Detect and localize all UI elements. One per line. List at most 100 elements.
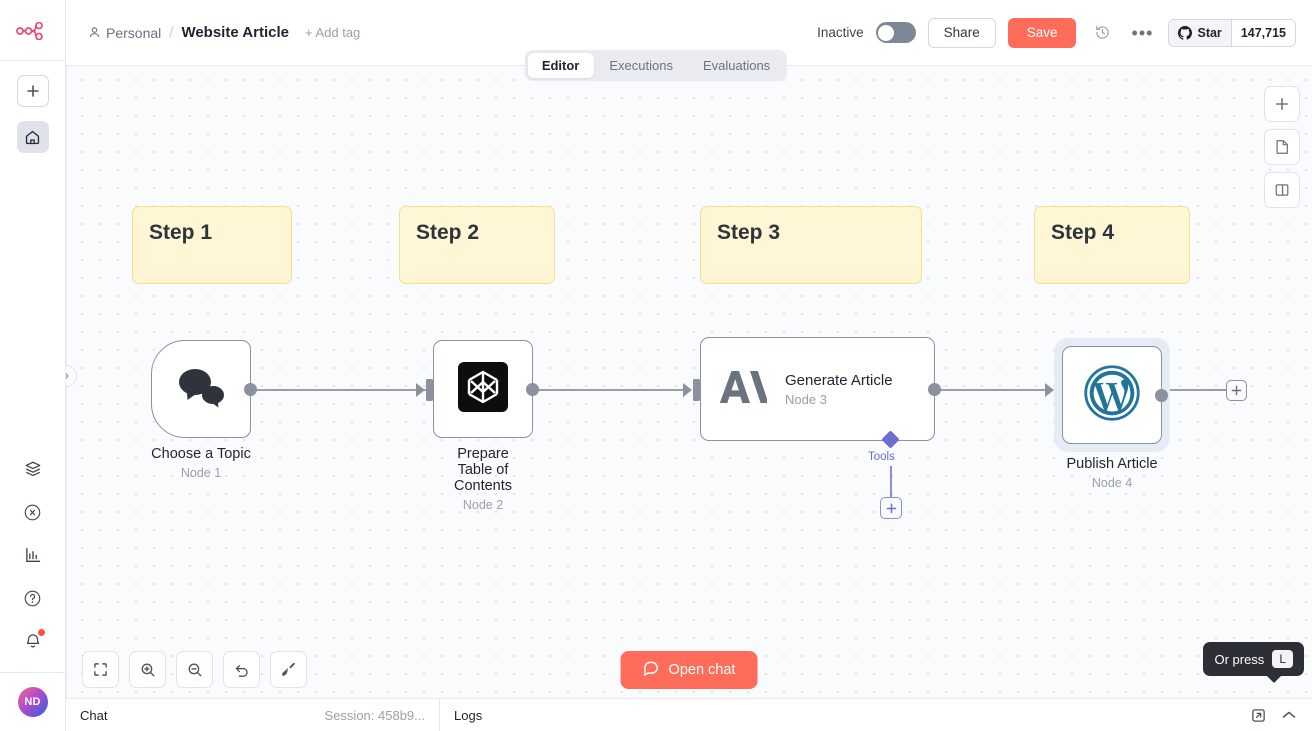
wordpress-icon <box>1084 364 1140 426</box>
github-star-count: 147,715 <box>1230 19 1295 46</box>
connection-line <box>1169 389 1226 391</box>
chat-label: Chat <box>80 707 108 723</box>
node-subtitle: Node 1 <box>180 466 222 480</box>
node-title: Choose a Topic <box>151 446 251 462</box>
tab-editor[interactable]: Editor <box>527 53 594 78</box>
github-star-label: Star <box>1197 25 1222 40</box>
share-button[interactable]: Share <box>927 17 996 48</box>
sticky-note-title: Step 4 <box>1051 221 1115 244</box>
person-icon <box>89 27 100 38</box>
tab-evaluations[interactable]: Evaluations <box>702 58 771 73</box>
sticky-note[interactable]: Step 4 <box>1034 206 1190 284</box>
sticky-note[interactable]: Step 1 <box>132 206 292 284</box>
sticky-note[interactable]: Step 2 <box>399 206 555 284</box>
logs-tab[interactable]: Logs <box>454 707 483 723</box>
chat-icon <box>643 660 660 681</box>
add-workflow-button[interactable] <box>16 75 49 107</box>
github-icon <box>1178 25 1193 40</box>
connection-line <box>534 389 689 391</box>
sidebar-item-home[interactable] <box>16 121 49 153</box>
sticky-note-title: Step 2 <box>416 221 480 244</box>
tab-executions[interactable]: Executions <box>609 58 673 73</box>
activate-workflow-toggle[interactable] <box>875 22 916 43</box>
chevron-up-icon[interactable] <box>1282 710 1296 720</box>
node-title: Publish Article <box>1066 456 1158 472</box>
ellipsis-icon[interactable]: ••• <box>1131 22 1154 43</box>
connection-arrow-icon <box>416 383 425 397</box>
reset-zoom-button[interactable] <box>223 651 260 688</box>
connection-arrow-icon <box>683 383 692 397</box>
canvas-right-controls <box>1264 86 1300 208</box>
workflow-state-label: Inactive <box>817 25 864 40</box>
clock-rewind-icon[interactable] <box>1088 19 1116 47</box>
sticky-note[interactable]: Step 3 <box>700 206 922 284</box>
node-input-port[interactable] <box>426 379 433 401</box>
add-tag-button[interactable]: + Add tag <box>304 25 361 40</box>
perplexity-icon <box>458 361 508 417</box>
session-id: Session: 458b9... <box>324 707 425 723</box>
github-star-widget: Star 147,715 <box>1168 18 1296 47</box>
tools-connection-line <box>890 466 892 498</box>
connection-line <box>935 389 1050 391</box>
breadcrumb-project-label: Personal <box>106 24 162 41</box>
sticky-note-title: Step 3 <box>717 221 781 244</box>
canvas-add-node-button[interactable] <box>1264 86 1300 122</box>
node-output-port[interactable] <box>244 383 257 396</box>
node-subtitle: Node 4 <box>1091 476 1133 490</box>
node-output-port[interactable] <box>928 383 941 396</box>
zoom-out-button[interactable] <box>176 651 213 688</box>
avatar[interactable]: ND <box>17 687 48 717</box>
connection-line <box>251 389 426 391</box>
node-output-port[interactable] <box>1155 389 1168 402</box>
node-output-port[interactable] <box>526 383 539 396</box>
tools-label: Tools <box>868 451 895 463</box>
chat-panel-header[interactable]: Chat Session: 458b9... <box>66 699 440 731</box>
canvas-bottom-toolbar <box>82 651 307 688</box>
open-chat-button[interactable]: Open chat <box>620 651 758 689</box>
workflow-canvas[interactable]: Step 1 Step 2 Step 3 Step 4 <box>66 66 1312 698</box>
keyboard-hint-tooltip: Or press L <box>1203 642 1304 683</box>
breadcrumb-separator: / <box>169 24 174 41</box>
node-title: Prepare Table of Contents <box>453 446 513 494</box>
sidebar-item-notifications[interactable] <box>17 625 49 657</box>
sticky-note-icon[interactable] <box>1264 129 1300 165</box>
sidebar-divider-bottom <box>0 672 65 673</box>
add-tool-button[interactable] <box>880 497 902 519</box>
n8n-logo-icon[interactable] <box>15 16 51 46</box>
connection-arrow-icon <box>1045 383 1054 397</box>
github-star-button[interactable]: Star <box>1169 19 1231 46</box>
sidebar-item-help[interactable] <box>17 582 49 614</box>
notification-badge <box>37 629 45 636</box>
node-prepare-table-of-contents[interactable]: Prepare Table of Contents Node 2 <box>433 340 539 512</box>
node-subtitle: Node 3 <box>785 391 827 407</box>
chat-bubbles-icon <box>173 366 229 413</box>
tidy-up-button[interactable] <box>270 651 307 688</box>
workflow-tabs: Editor Executions Evaluations <box>524 50 788 81</box>
bottom-bar-actions <box>1251 708 1312 723</box>
sidebar-item-variables[interactable] <box>17 496 49 528</box>
left-sidebar: ND <box>0 0 66 731</box>
zoom-in-button[interactable] <box>129 651 166 688</box>
pop-out-icon[interactable] <box>1251 708 1266 723</box>
add-node-button[interactable] <box>1226 380 1247 401</box>
sidebar-divider-top <box>0 60 65 61</box>
header-actions: Inactive Share Save ••• Star 147,715 <box>817 17 1296 48</box>
page-title[interactable]: Website Article <box>181 24 289 41</box>
bottom-status-bar: Chat Session: 458b9... Logs <box>66 698 1312 731</box>
panel-icon[interactable] <box>1264 172 1300 208</box>
sticky-note-title: Step 1 <box>149 221 213 244</box>
node-choose-a-topic[interactable]: Choose a Topic Node 1 <box>151 340 257 480</box>
tooltip-key: L <box>1272 650 1293 668</box>
breadcrumb: Personal / Website Article + Add tag <box>88 24 360 41</box>
breadcrumb-project[interactable]: Personal <box>88 25 161 41</box>
save-button[interactable]: Save <box>1007 17 1077 48</box>
node-input-port[interactable] <box>693 379 700 401</box>
node-generate-article[interactable]: Generate Article Node 3 <box>700 337 941 441</box>
anthropic-icon <box>719 367 769 412</box>
sidebar-item-insights[interactable] <box>17 539 49 571</box>
node-title: Generate Article <box>785 371 893 389</box>
node-subtitle: Node 2 <box>462 498 504 512</box>
zoom-to-fit-button[interactable] <box>82 651 119 688</box>
tooltip-text: Or press <box>1214 651 1265 667</box>
sidebar-item-templates[interactable] <box>17 453 49 485</box>
